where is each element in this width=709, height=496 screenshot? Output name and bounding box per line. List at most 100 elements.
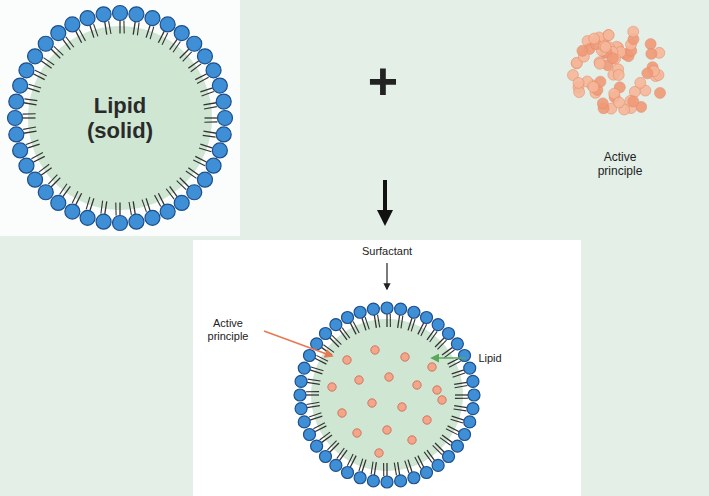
surfactant-tail: [115, 202, 116, 215]
surfactant-head: [212, 78, 227, 93]
surfactant-tail: [39, 164, 49, 172]
surfactant-tail: [105, 22, 107, 35]
drug-particle: [368, 399, 376, 407]
surfactant-tail: [321, 435, 332, 443]
surfactant-tail: [330, 443, 339, 452]
surfactant-tail: [453, 373, 465, 377]
surfactant-tail: [378, 315, 380, 328]
drug-particle: [433, 386, 441, 394]
surfactant-tail: [339, 329, 347, 340]
drug-particle: [371, 346, 379, 354]
surfactant-head: [367, 475, 379, 487]
surfactant-head: [28, 49, 43, 64]
surfactant-tail: [337, 448, 345, 459]
drug-particle: [642, 68, 653, 79]
surfactant-head: [443, 327, 455, 339]
surfactant-tail: [23, 113, 36, 114]
surfactant-tail: [197, 77, 208, 83]
drug-particle: [385, 373, 393, 381]
surfactant-tail: [454, 409, 467, 411]
surfactant-tail: [26, 140, 38, 144]
surfactant-tail: [48, 175, 57, 184]
drug-particle: [577, 45, 588, 56]
surfactant-tail: [24, 99, 37, 101]
surfactant-head: [212, 143, 227, 158]
surfactant-head: [395, 475, 407, 487]
surfactant-head: [145, 210, 160, 225]
surfactant-tail: [323, 345, 334, 353]
surfactant-head: [354, 472, 366, 484]
surfactant-head: [451, 440, 463, 452]
surfactant-head: [129, 214, 144, 229]
surfactant-head: [160, 17, 175, 32]
lipid-particle: Lipid (solid): [0, 0, 240, 236]
surfactant-head: [206, 158, 221, 173]
surfactant-tail: [415, 457, 421, 469]
surfactant-head: [19, 63, 34, 78]
surfactant-tail: [449, 361, 461, 367]
drug-particle: [628, 26, 639, 37]
surfactant-tail: [452, 416, 464, 420]
surfactant-head: [467, 375, 479, 387]
surfactant-head: [468, 389, 480, 401]
surfactant-head: [13, 78, 28, 93]
surfactant-head: [174, 195, 189, 210]
surfactant-tail: [54, 46, 63, 55]
surfactant-head: [319, 327, 331, 339]
bottom-panel: [193, 240, 581, 496]
surfactant-tail: [442, 347, 453, 355]
surfactant-tail: [133, 22, 135, 35]
drug-particle: [355, 376, 363, 384]
surfactant-head: [51, 195, 66, 210]
drug-particle: [328, 383, 336, 391]
surfactant-tail: [386, 463, 387, 476]
surfactant-tail: [79, 29, 85, 40]
surfactant-tail: [444, 350, 454, 358]
surfactant-tail: [455, 398, 468, 399]
surfactant-tail: [390, 314, 391, 327]
surfactant-tail: [27, 144, 39, 148]
surfactant-tail: [191, 64, 201, 72]
drug-particle: [338, 409, 346, 417]
surfactant-tail: [310, 370, 322, 374]
surfactant-tail: [146, 198, 150, 210]
surfactant-head: [187, 36, 202, 51]
surfactant-tail: [435, 338, 444, 347]
surfactant-head: [464, 416, 476, 428]
surfactant-tail: [86, 197, 90, 209]
surfactant-tail: [433, 445, 442, 454]
surfactant-head: [467, 403, 479, 415]
drug-particle: [614, 97, 625, 108]
surfactant-tail: [177, 181, 186, 190]
surfactant-tail: [398, 462, 400, 475]
drug-particle: [645, 39, 656, 50]
surfactant-head: [420, 311, 432, 323]
plus-sign: +: [353, 52, 413, 112]
surfactant-tail: [435, 443, 444, 452]
surfactant-tail: [408, 460, 412, 472]
process-arrow: [383, 180, 387, 218]
surfactant-tail: [204, 121, 217, 122]
drug-particle: [375, 449, 383, 457]
surfactant-tail: [320, 432, 330, 440]
surfactant-head: [8, 111, 23, 126]
surfactant-head: [80, 11, 95, 26]
surfactant-tail: [23, 117, 36, 118]
surfactant-tail: [313, 423, 325, 429]
node-label: Lipid (solid): [65, 93, 175, 144]
surfactant-tail: [308, 379, 321, 381]
surfactant-head: [432, 319, 444, 331]
top-panel: [0, 0, 240, 236]
surfactant-head: [303, 428, 315, 440]
surfactant-head: [206, 63, 221, 78]
surfactant-head: [295, 403, 307, 415]
surfactant-tail: [430, 331, 438, 342]
drug-particle: [607, 53, 618, 64]
surfactant-tail: [173, 41, 180, 52]
surfactant-tail: [150, 27, 154, 39]
surfactant-head: [395, 303, 407, 315]
surfactant-tail: [427, 450, 435, 461]
surfactant-tail: [427, 329, 435, 340]
surfactant-tail: [155, 195, 161, 206]
surfactant-head: [342, 467, 354, 479]
